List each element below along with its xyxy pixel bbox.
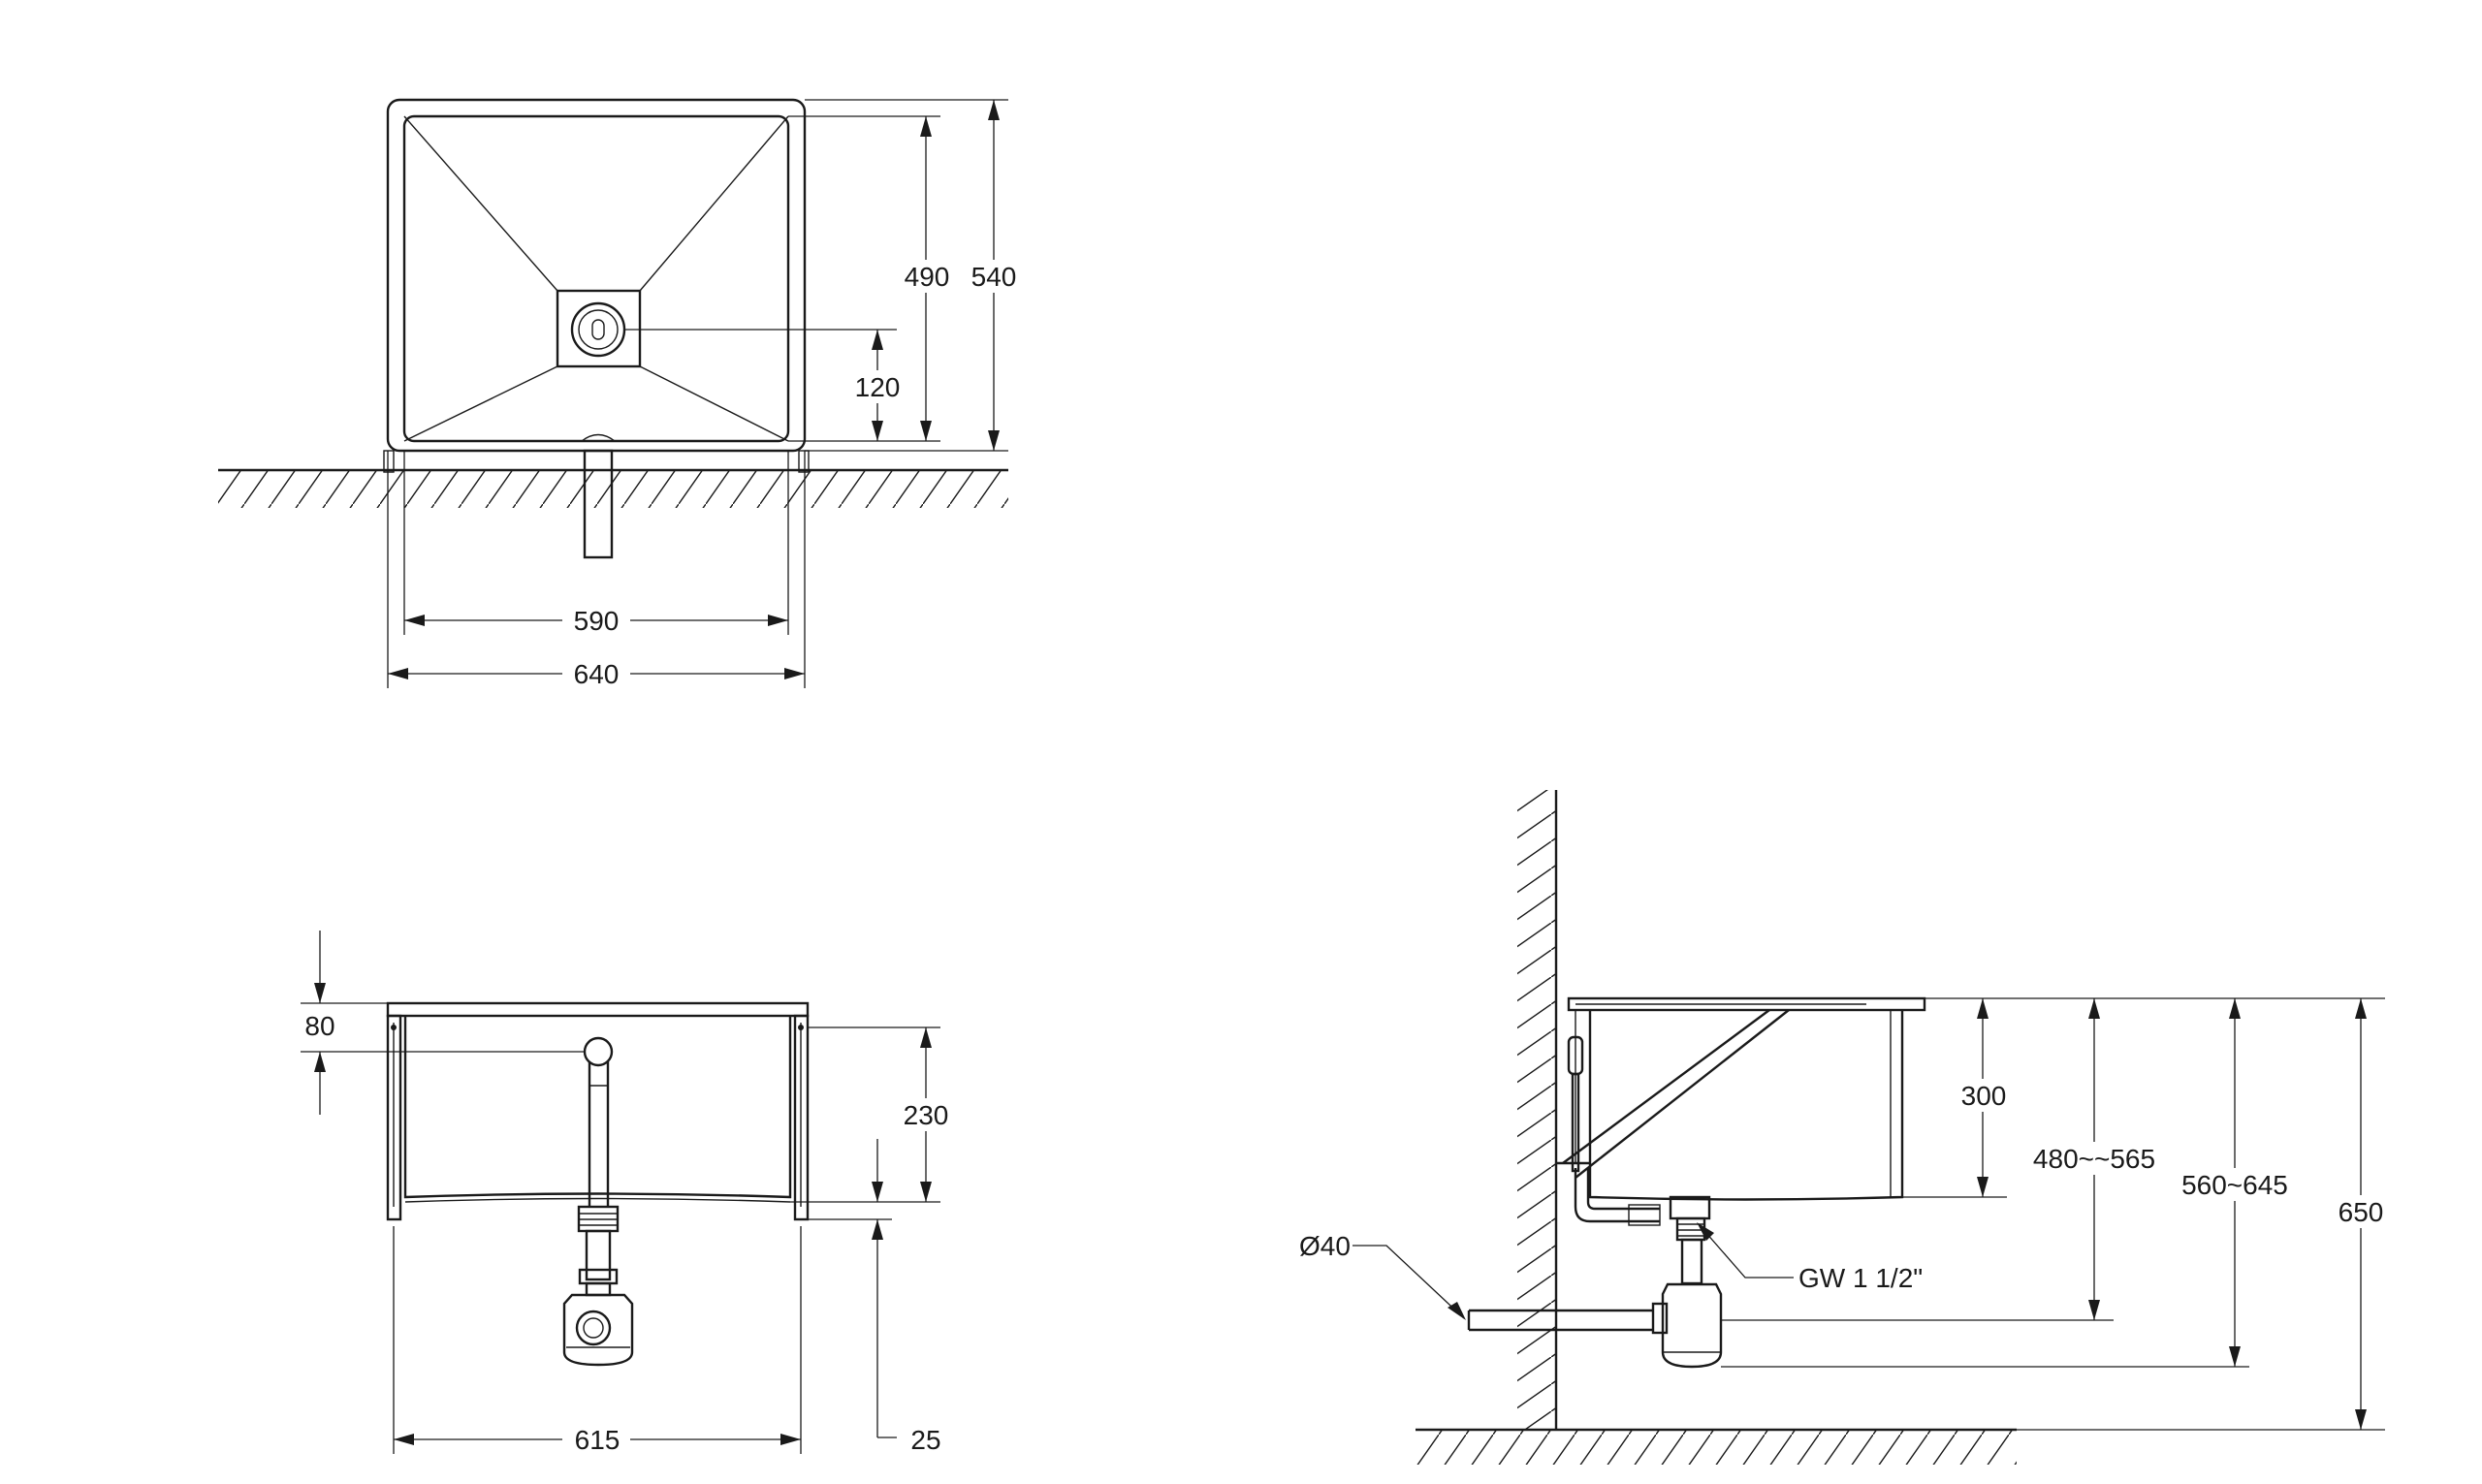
drain-icon	[570, 301, 626, 358]
side-overflow-pipe	[1574, 1168, 1660, 1223]
dim-trap-height: 560~645	[2181, 1170, 2288, 1200]
side-outlet-pipe	[1467, 1309, 1653, 1332]
side-rim	[1567, 996, 1926, 1012]
front-body	[403, 1016, 792, 1199]
dim-bowl-depth: 230	[904, 1100, 949, 1130]
dim-bowl-height: 300	[1961, 1081, 2007, 1111]
front-leg-left	[386, 1014, 402, 1221]
side-body	[1588, 1010, 1904, 1201]
front-leg-right	[793, 1014, 810, 1221]
top-view-ground-hatch	[218, 468, 1008, 508]
dim-top-to-waste: 80	[304, 1011, 334, 1041]
side-view-wall	[1517, 790, 1558, 1430]
dim-leg-offset: 25	[910, 1425, 940, 1455]
front-view: 80 230 25 615	[291, 931, 958, 1456]
drain-plate	[556, 289, 642, 368]
dim-total-height: 650	[2339, 1197, 2384, 1227]
label-waste-thread: GW 1 1/2"	[1798, 1263, 1923, 1293]
side-waste	[1651, 1195, 1723, 1369]
dim-outer-depth: 540	[971, 262, 1017, 292]
top-view: 490 540 120 590 640	[218, 98, 1022, 690]
trap-icon	[562, 1205, 634, 1367]
dim-drain-offset: 120	[855, 372, 901, 402]
dim-inner-depth: 490	[905, 262, 950, 292]
waste-pipe	[583, 449, 614, 559]
side-view-floor	[1416, 1428, 2017, 1465]
dim-front-width: 615	[575, 1425, 620, 1455]
sink-outer-rim	[386, 98, 807, 453]
overflow-icon	[583, 1036, 614, 1207]
sink-inner-bowl	[402, 114, 790, 443]
side-view: 300 480~~565 560~645 650 Ø40 GW 1 1/2"	[1299, 790, 2395, 1465]
front-rim	[386, 1001, 810, 1018]
dim-inner-width: 590	[574, 606, 620, 636]
dim-outer-width: 640	[574, 659, 620, 689]
label-outlet-pipe: Ø40	[1299, 1231, 1351, 1261]
dim-outlet-height: 480~~565	[2033, 1144, 2155, 1174]
